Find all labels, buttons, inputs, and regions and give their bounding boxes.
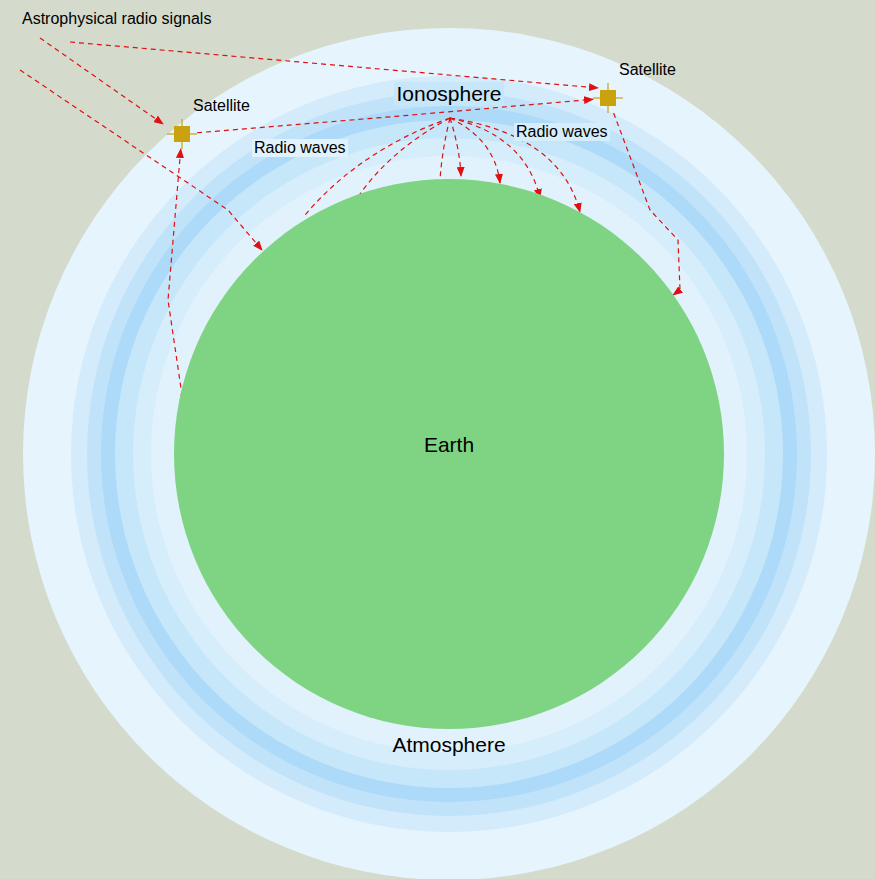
- diagram-label: Ionosphere: [394, 82, 503, 106]
- satellite-icon: [167, 119, 197, 149]
- satellite-node: Satellite: [593, 83, 623, 113]
- satellite-icon: [593, 83, 623, 113]
- diagram-label: Astrophysical radio signals: [20, 10, 213, 28]
- satellite-label: Satellite: [619, 61, 676, 79]
- diagram-label: Radio waves: [514, 123, 610, 141]
- earth-circle: Earth: [174, 179, 724, 729]
- diagram-label: Atmosphere: [390, 733, 507, 757]
- satellite-label: Satellite: [193, 97, 250, 115]
- earth-label: Earth: [424, 433, 474, 457]
- diagram-label: Radio waves: [252, 139, 348, 157]
- signal-connector: [168, 149, 182, 395]
- satellite-node: Satellite: [167, 119, 197, 149]
